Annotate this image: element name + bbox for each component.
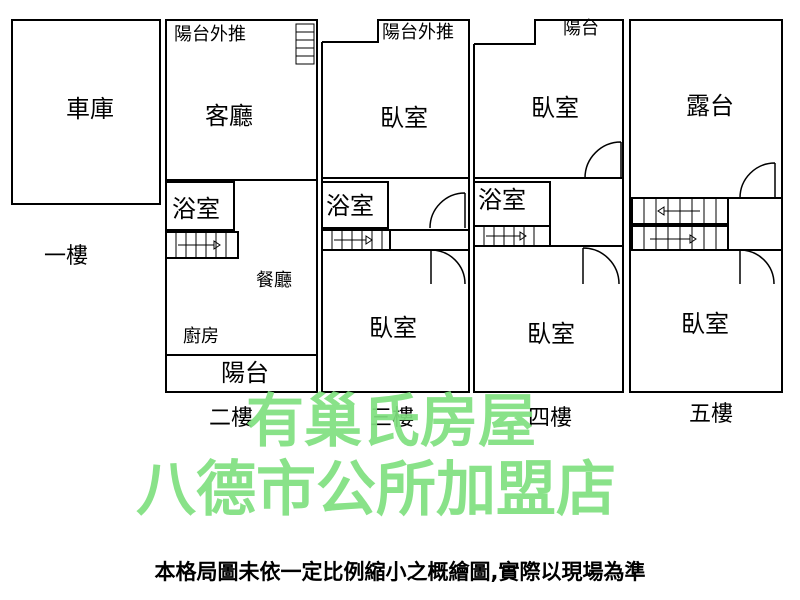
door-swing-icon	[739, 249, 775, 285]
kitchen-label: 廚房	[183, 326, 219, 347]
balcony-extension-label-f2: 陽台外推	[174, 24, 246, 45]
floor2-stair	[165, 231, 239, 259]
bedroom-back-label-f3: 臥室	[369, 314, 417, 342]
door-swing-icon	[582, 247, 620, 285]
floor3-bath-walls	[321, 181, 389, 229]
door-swing-icon	[584, 141, 622, 179]
dining-room-label: 餐廳	[256, 270, 292, 291]
floor1-label: 一樓	[44, 244, 89, 269]
bedroom-front-label-f4: 臥室	[531, 94, 579, 122]
watermark-brand: 有巢氏房屋	[246, 387, 537, 455]
floor3-stair	[321, 229, 391, 251]
bathroom-label-f4: 浴室	[478, 186, 526, 214]
door-swing-icon	[739, 162, 776, 199]
bedroom-label-f5: 臥室	[681, 310, 729, 338]
terrace-label-f5: 露台	[686, 92, 734, 120]
balcony-extension-label-f3: 陽台外推	[382, 22, 454, 43]
balcony-label-f4: 陽台	[563, 18, 599, 39]
bathroom-label-f3: 浴室	[326, 192, 374, 220]
floor3-label: 三樓	[370, 406, 415, 431]
bedroom-back-label-f4: 臥室	[527, 320, 575, 348]
bathroom-label-f2: 浴室	[172, 195, 220, 223]
floor2-bath-walls	[165, 181, 235, 231]
garage-label: 車庫	[66, 95, 114, 123]
living-room-label: 客廳	[205, 102, 253, 130]
floor3-outline	[321, 19, 470, 393]
floor1-outline	[11, 19, 161, 205]
floor4-stair	[473, 225, 551, 247]
watermark-branch: 八德市公所加盟店	[136, 455, 616, 525]
balcony-label-f2: 陽台	[221, 359, 269, 387]
disclaimer-text: 本格局圖未依一定比例縮小之概繪圖,實際以現場為準	[154, 560, 646, 584]
door-swing-icon	[430, 249, 466, 285]
floor4-outline	[473, 19, 624, 393]
floor5-outline	[629, 19, 783, 393]
door-swing-icon	[429, 192, 466, 229]
floor4-label: 四樓	[528, 406, 573, 431]
bedroom-front-label-f3: 臥室	[380, 104, 428, 132]
floor5-label: 五樓	[689, 402, 734, 427]
floor2-label: 二樓	[209, 406, 254, 431]
